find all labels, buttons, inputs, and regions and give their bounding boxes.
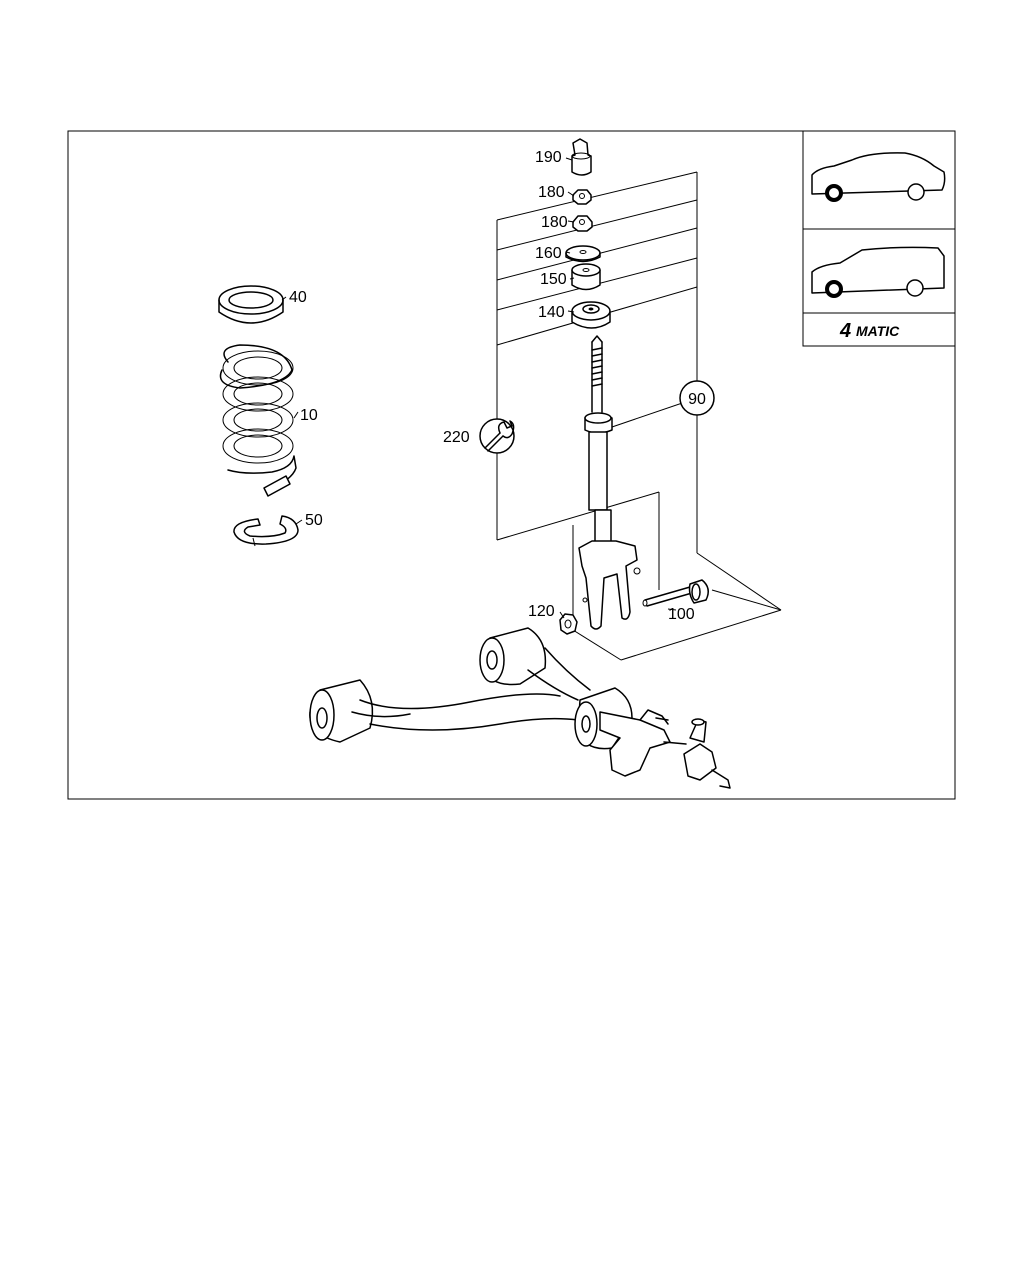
4matic-badge-word: MATIC (856, 323, 900, 339)
callout-140-label[interactable]: 140 (538, 304, 565, 321)
part-160-washer[interactable] (565, 245, 601, 263)
part-10-coil-spring[interactable] (219, 344, 297, 497)
part-150-bushing[interactable] (571, 263, 601, 291)
wrench-icon (484, 420, 515, 452)
shock-fork-bracket[interactable] (578, 540, 641, 630)
sedan-car-icon[interactable] (811, 152, 946, 202)
callout-90[interactable]: 90 (679, 380, 715, 416)
callout-190-label[interactable]: 190 (535, 149, 562, 166)
callout-160-label[interactable]: 160 (535, 245, 562, 262)
part-180-nut-lower[interactable] (572, 215, 593, 232)
wagon-car-icon[interactable] (811, 246, 945, 298)
part-90-shock-absorber[interactable] (584, 335, 613, 543)
leader-lines (281, 157, 677, 619)
part-50-spring-seat[interactable] (233, 515, 299, 547)
control-arm[interactable] (309, 627, 731, 789)
part-140-bushing[interactable] (571, 301, 611, 329)
callout-120-label[interactable]: 120 (528, 603, 555, 620)
part-120-nut[interactable] (559, 613, 578, 635)
vehicle-selector-panel: 4 MATIC (802, 130, 956, 347)
callout-220[interactable]: 220 (443, 418, 515, 454)
callout-10-label[interactable]: 10 (300, 407, 318, 424)
callout-50-label[interactable]: 50 (305, 512, 323, 529)
4matic-badge-number: 4 (839, 320, 851, 342)
part-40-spring-pad[interactable] (218, 285, 284, 324)
4matic-badge: 4 MATIC (839, 320, 900, 342)
diagram-frame (67, 130, 956, 800)
callout-100-label[interactable]: 100 (668, 606, 695, 623)
callout-180a-label[interactable]: 180 (538, 184, 565, 201)
part-100-bolt[interactable] (642, 579, 709, 607)
part-180-nut-upper[interactable] (572, 189, 592, 205)
callout-labels: 190 180 180 160 150 140 40 10 50 120 100 (289, 149, 695, 623)
callout-180b-label[interactable]: 180 (541, 214, 568, 231)
assembly-bracket-lines (496, 171, 782, 661)
part-190-cap[interactable] (571, 138, 592, 176)
callout-40-label[interactable]: 40 (289, 289, 307, 306)
callout-220-label: 220 (443, 429, 470, 446)
callout-150-label[interactable]: 150 (540, 271, 567, 288)
callout-90-label: 90 (688, 391, 706, 408)
